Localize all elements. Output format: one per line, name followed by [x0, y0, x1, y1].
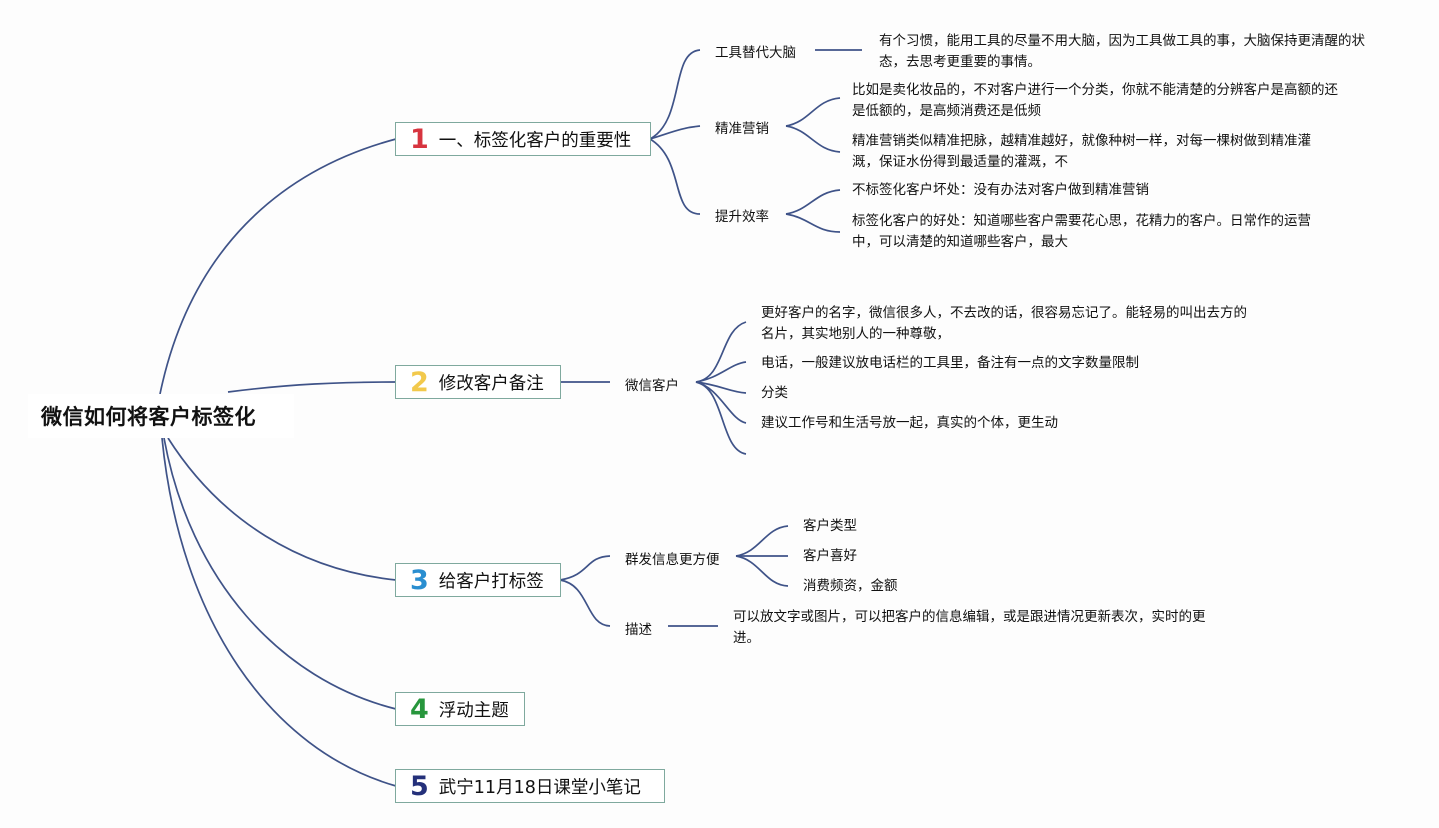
- subtopic-1-2[interactable]: 精准营销: [715, 121, 769, 137]
- subtopic-3-2[interactable]: 描述: [625, 622, 652, 638]
- leaf-3-2-1[interactable]: 可以放文字或图片，可以把客户的信息编辑，或是跟进情况更新表次，实时的更进。: [733, 609, 1206, 646]
- topic-5[interactable]: 5 武宁11月18日课堂小笔记: [395, 769, 665, 803]
- topic-3-label: 给客户打标签: [438, 571, 544, 592]
- leaf-2-1-3[interactable]: 分类: [761, 385, 788, 401]
- leaf-2-1-4[interactable]: 建议工作号和生活号放一起，真实的个体，更生动: [761, 415, 1058, 431]
- leaf-2-1-1[interactable]: 更好客户的名字，微信很多人，不去改的话，很容易忘记了。能轻易的叫出去方的名片，其…: [761, 305, 1247, 342]
- subtopic-1-3[interactable]: 提升效率: [715, 209, 769, 225]
- subtopic-2-1[interactable]: 微信客户: [625, 378, 679, 394]
- leaf-1-3-1[interactable]: 不标签化客户坏处：没有办法对客户做到精准营销: [852, 182, 1149, 198]
- link-root-topic1: [159, 138, 397, 395]
- number-1-icon: 1: [410, 123, 429, 155]
- topic-4[interactable]: 4 浮动主题: [395, 692, 525, 726]
- leaf-3-1-2[interactable]: 客户喜好: [803, 548, 857, 564]
- leaf-1-1-1[interactable]: 有个习惯，能用工具的尽量不用大脑，因为工具做工具的事，大脑保持更清醒的状态，去思…: [879, 33, 1365, 70]
- root-title: 微信如何将客户标签化: [41, 405, 256, 429]
- number-2-icon: 2: [410, 366, 429, 398]
- topic-1-label: 一、标签化客户的重要性: [438, 130, 632, 151]
- subtopic-1-1[interactable]: 工具替代大脑: [715, 45, 796, 61]
- leaf-1-2-2[interactable]: 精准营销类似精准把脉，越精准越好，就像种树一样，对每一棵树做到精准灌溉，保证水份…: [852, 133, 1311, 170]
- number-5-icon: 5: [410, 770, 429, 802]
- link-root-topic5: [161, 437, 397, 787]
- leaf-2-1-2[interactable]: 电话，一般建议放电话栏的工具里，备注有一点的文字数量限制: [761, 355, 1139, 371]
- link-root-topic4: [163, 437, 397, 710]
- link-root-topic2: [227, 381, 397, 393]
- topic-3[interactable]: 3 给客户打标签: [395, 563, 561, 597]
- leaf-3-1-3[interactable]: 消费频资，金额: [803, 578, 898, 594]
- topic-2-label: 修改客户备注: [438, 373, 544, 394]
- topic-1[interactable]: 1 一、标签化客户的重要性: [395, 122, 651, 156]
- topic-4-label: 浮动主题: [438, 700, 509, 721]
- link-root-topic3: [167, 437, 397, 581]
- leaf-3-1-1[interactable]: 客户类型: [803, 518, 857, 534]
- topic-2[interactable]: 2 修改客户备注: [395, 365, 561, 399]
- number-4-icon: 4: [410, 693, 429, 725]
- number-3-icon: 3: [410, 564, 429, 596]
- root-topic[interactable]: 微信如何将客户标签化: [28, 394, 294, 438]
- leaf-1-3-2[interactable]: 标签化客户的好处：知道哪些客户需要花心思，花精力的客户。日常作的运营中，可以清楚…: [852, 213, 1311, 250]
- subtopic-3-1[interactable]: 群发信息更方便: [625, 552, 720, 568]
- topic-5-label: 武宁11月18日课堂小笔记: [438, 777, 641, 798]
- leaf-1-2-1[interactable]: 比如是卖化妆品的，不对客户进行一个分类，你就不能清楚的分辨客户是高额的还是低额的…: [852, 82, 1338, 119]
